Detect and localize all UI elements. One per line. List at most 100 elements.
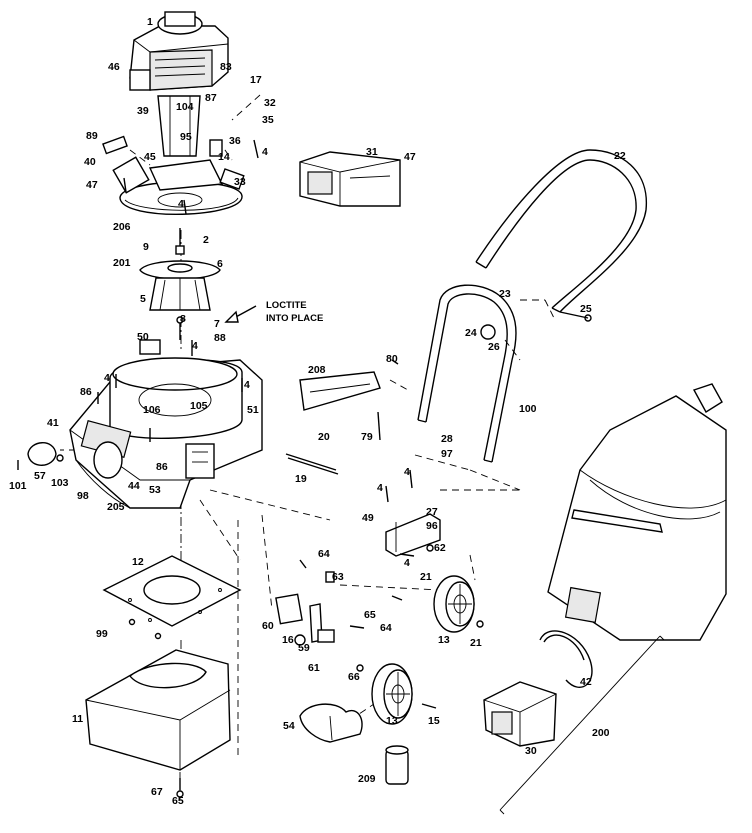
part-label: 65 (364, 609, 376, 621)
part-label: 95 (180, 131, 192, 143)
part-label: 40 (84, 156, 96, 168)
blade-part (139, 228, 221, 340)
part-label: 49 (362, 512, 374, 524)
part-label: 20 (318, 431, 330, 443)
loctite-note-line1: LOCTITE (266, 300, 307, 311)
part-label: 16 (282, 634, 294, 646)
bag-ring-part (539, 630, 593, 688)
throttle-part (299, 703, 363, 743)
part-label: 4 (262, 146, 268, 158)
part-label: 4 (404, 557, 410, 569)
part-label: 47 (404, 151, 416, 163)
part-label: 53 (149, 484, 161, 496)
part-label: 83 (220, 61, 232, 73)
part-label: 66 (348, 671, 360, 683)
part-label: 26 (488, 341, 500, 353)
part-label: 41 (47, 417, 59, 429)
mount-plate-part (102, 135, 259, 216)
part-label: 35 (262, 114, 274, 126)
wheel-upper-part (433, 575, 475, 633)
part-label: 14 (218, 151, 230, 163)
part-label: 209 (358, 773, 376, 785)
part-label: 2 (203, 234, 209, 246)
part-label: 28 (441, 433, 453, 445)
part-label: 13 (438, 634, 450, 646)
part-label: 22 (614, 150, 626, 162)
deflector-part (299, 359, 399, 441)
part-label: 62 (434, 542, 446, 554)
part-label: 64 (380, 622, 392, 634)
part-label: 5 (140, 293, 146, 305)
engine-part (129, 11, 229, 157)
bottom-housing-part (85, 649, 231, 798)
part-label: 79 (361, 431, 373, 443)
part-label: 44 (128, 480, 140, 492)
part-label: 27 (426, 506, 438, 518)
part-label: 9 (143, 241, 149, 253)
grass-bag-part (547, 383, 727, 641)
part-labels: 1 46 83 87 17 32 35 39 104 89 95 36 4 14… (9, 16, 626, 807)
part-label: 31 (366, 146, 378, 158)
part-label: 4 (377, 482, 383, 494)
part-label: 11 (72, 713, 83, 725)
part-label: 6 (217, 258, 223, 270)
wheel-lower-part (371, 663, 437, 725)
part-label: 89 (86, 130, 98, 142)
upper-handle-part (475, 149, 647, 313)
part-label: 67 (151, 786, 163, 798)
part-label: 39 (137, 105, 149, 117)
part-label: 4 (404, 466, 410, 478)
part-label: 96 (426, 520, 438, 532)
part-label: 99 (96, 628, 108, 640)
part-label: 60 (262, 620, 274, 632)
bracket-part (385, 469, 441, 557)
part-label: 32 (264, 97, 276, 109)
part-label: 86 (80, 386, 92, 398)
part-label: 33 (234, 176, 246, 188)
part-label: 105 (190, 400, 208, 412)
part-label: 1 (147, 16, 153, 28)
part-label: 63 (332, 571, 344, 583)
part-label: 15 (428, 715, 440, 727)
part-label: 54 (283, 720, 295, 732)
small-hardware (275, 559, 484, 672)
part-label: 19 (295, 473, 307, 485)
part-label: 59 (298, 642, 310, 654)
part-label: 4 (178, 198, 184, 210)
part-label: 101 (9, 480, 27, 492)
part-label: 50 (137, 331, 149, 343)
part-label: 61 (308, 662, 320, 674)
part-label: 4 (104, 372, 110, 384)
housing-part (17, 339, 263, 509)
dimension-lines (224, 305, 665, 815)
part-label: 98 (77, 490, 89, 502)
part-label: 64 (318, 548, 330, 560)
part-label: 205 (107, 501, 125, 513)
part-label: 13 (386, 715, 398, 727)
base-plate-part (102, 555, 242, 640)
part-label: 23 (499, 288, 511, 300)
lower-handle-part (417, 284, 592, 463)
part-label: 80 (386, 353, 398, 365)
part-label: 87 (205, 92, 217, 104)
part-label: 21 (420, 571, 432, 583)
part-label: 25 (580, 303, 592, 315)
part-label: 30 (525, 745, 537, 757)
part-label: 8 (180, 313, 186, 325)
part-label: 36 (229, 135, 241, 147)
discharge-chute-part (299, 151, 401, 207)
part-label: 97 (441, 448, 453, 460)
part-label: 104 (176, 101, 194, 113)
part-label: 65 (172, 795, 184, 807)
part-label: 45 (144, 151, 156, 163)
part-label: 57 (34, 470, 46, 482)
part-label: 17 (250, 74, 262, 86)
part-label: 206 (113, 221, 131, 233)
capacitor-part (385, 745, 409, 785)
part-label: 4 (192, 340, 198, 352)
part-label: 208 (308, 364, 326, 376)
part-label: 46 (108, 61, 120, 73)
part-label: 24 (465, 327, 477, 339)
part-label: 100 (519, 403, 537, 415)
part-label: 7 (214, 318, 220, 330)
